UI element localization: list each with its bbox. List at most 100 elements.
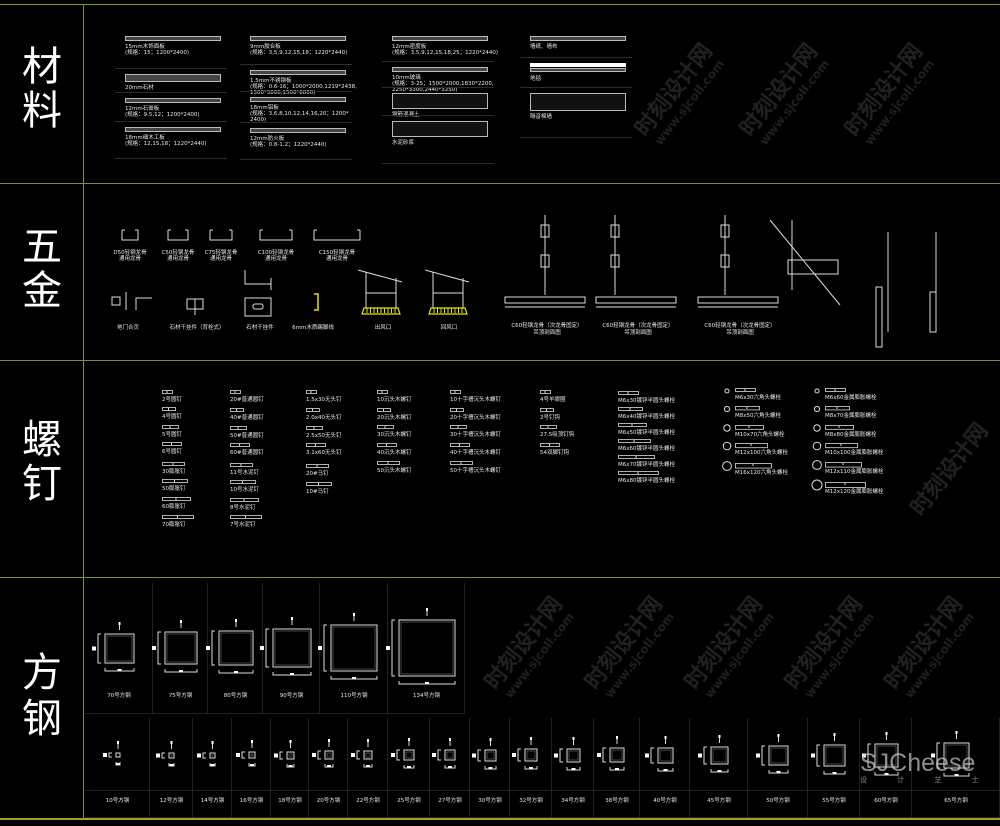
row-divider: [520, 57, 632, 58]
steel-cell: [510, 718, 552, 818]
screw-icon: [162, 515, 194, 519]
screw-label: 20#普通圆钉: [230, 397, 264, 403]
screw-icon: [813, 424, 854, 432]
ceiling-section-icon: [697, 215, 779, 308]
screw-label: 8号水泥钉: [230, 505, 256, 511]
steel-label: 18号方钢: [278, 798, 302, 804]
material-spec: 2250*3300,2440*3250): [392, 87, 458, 93]
square-steel-icon: [755, 733, 788, 773]
section-label: 吊顶剖面图: [726, 330, 754, 336]
watermark: 时刻设计网 www.sjcoll.com: [880, 592, 979, 703]
steel-cell: [232, 718, 271, 818]
watermark-cn-9: 时刻设计网: [905, 418, 994, 521]
material-name: 12mm石膏板: [125, 106, 160, 112]
square-steel-icon: [235, 740, 255, 767]
watermark-cn: 时刻设计网: [630, 39, 718, 142]
category-materials: 材料: [22, 44, 62, 134]
watermark-cn-5: 时刻设计网: [580, 592, 668, 695]
stone-hanger-icon: [186, 298, 204, 315]
screw-icon: [618, 455, 655, 459]
divider-materials: [0, 183, 1000, 184]
keel-label: C50轻钢龙骨: [161, 250, 195, 256]
material-sample: [530, 68, 626, 72]
screw-label: 40#普通圆钉: [230, 415, 264, 421]
square-steel-icon: [259, 617, 311, 676]
screw-icon: [162, 479, 188, 483]
screw-label: 5号圆钉: [162, 432, 182, 438]
row-divider: [382, 115, 494, 116]
square-steel-icon: [391, 738, 415, 769]
watermark-url-3: www.sjcoll.com: [861, 56, 938, 148]
screw-icon: [162, 390, 173, 394]
material-name: 1.5mm不锈钢板: [250, 78, 292, 84]
material-spec: (规格：9.5,12；1200*2400): [125, 112, 200, 118]
screw-label: 6号圆钉: [162, 449, 182, 455]
keel-label: 通用龙骨: [118, 256, 142, 262]
hardware-part-label: 石材干挂件（背栓式）: [169, 325, 225, 331]
steel-label: 50号方钢: [766, 798, 790, 804]
hardware-part-label: 地门合页: [116, 325, 140, 331]
material-sample: [125, 74, 221, 82]
watermark-cn-7: 时刻设计网: [780, 592, 868, 695]
steel-cell: [808, 718, 860, 818]
keel-profile-icon: [313, 229, 361, 241]
steel-label: 27号方钢: [438, 798, 462, 804]
steel-cell: [552, 718, 594, 818]
screw-icon: [230, 408, 244, 412]
steel-label: 60号方钢: [874, 798, 898, 804]
screw-label: M6x80镀锌半圆头螺栓: [618, 478, 675, 484]
screw-label: M6x70镀锌半圆头螺栓: [618, 462, 675, 468]
screw-icon: [812, 460, 862, 470]
screw-label: 50十字槽沉头木螺钉: [450, 468, 501, 474]
screw-icon: [162, 407, 176, 411]
screw-icon: [162, 497, 191, 501]
material-spec: (规格：3,6,8,10,12,14,16,20；1200*: [250, 111, 349, 117]
section-label: C60轻钢龙骨（次龙骨固定）: [602, 323, 674, 329]
material-name: 15mm木饰面板: [125, 44, 165, 50]
brand-name: SJCheese: [860, 749, 976, 777]
divider-hardware: [0, 360, 1000, 361]
steel-cell: [348, 718, 388, 818]
screw-label: 1.5x30无头钉: [306, 397, 342, 403]
category-hardware: 五金: [22, 224, 62, 314]
row-divider: [240, 91, 352, 92]
screw-label: 30十字槽沉头木螺钉: [450, 432, 501, 438]
square-steel-icon: [91, 621, 134, 671]
row-divider: [115, 121, 227, 122]
screw-icon: [377, 443, 397, 447]
square-steel-icon: [151, 620, 197, 673]
screw-label: M16x120六角头螺栓: [735, 470, 788, 476]
screw-label: 20沉头木螺钉: [377, 415, 412, 421]
square-steel-icon: [205, 619, 253, 674]
material-name: 18mm细木工板: [125, 135, 165, 141]
frame-top: [0, 4, 1000, 5]
hanger-rod-icon: [875, 232, 937, 348]
row-divider: [115, 158, 227, 159]
watermark: 时刻设计网 www.sjcoll.com: [480, 592, 579, 703]
steel-label: 20号方钢: [316, 798, 341, 804]
screw-label: M6x60金属膨胀螺栓: [825, 395, 877, 401]
material-name: 10mm玻璃: [392, 75, 421, 81]
category-screws: 螺钉: [22, 417, 62, 507]
square-steel-icon: [318, 613, 378, 680]
material-name: 20mm石材: [125, 85, 154, 91]
watermark-cn-8: 时刻设计网: [880, 592, 968, 695]
screw-label: 7号水泥钉: [230, 522, 256, 528]
screw-icon: [230, 480, 256, 484]
screw-icon: [230, 463, 253, 467]
steel-label: 55号方钢: [822, 798, 846, 804]
screw-label: 60膨胀钉: [162, 504, 186, 510]
material-sample: [125, 98, 221, 103]
row-divider: [115, 92, 227, 93]
material-spec: (规格：15；1200*2400): [125, 50, 190, 56]
brand-subtitle: 设 计 芝 士: [860, 776, 993, 784]
watermark-url-5: www.sjcoll.com: [601, 609, 678, 701]
material-sample: [392, 67, 488, 72]
row-divider: [382, 61, 494, 62]
material-name: 隔音棉墙: [530, 114, 553, 120]
screw-label: 4号羊眼圈: [540, 397, 566, 403]
material-sample: [530, 36, 626, 41]
steel-cell: [594, 718, 640, 818]
steel-label: 75号方钢: [168, 693, 193, 699]
steel-label: 14号方钢: [200, 798, 225, 804]
